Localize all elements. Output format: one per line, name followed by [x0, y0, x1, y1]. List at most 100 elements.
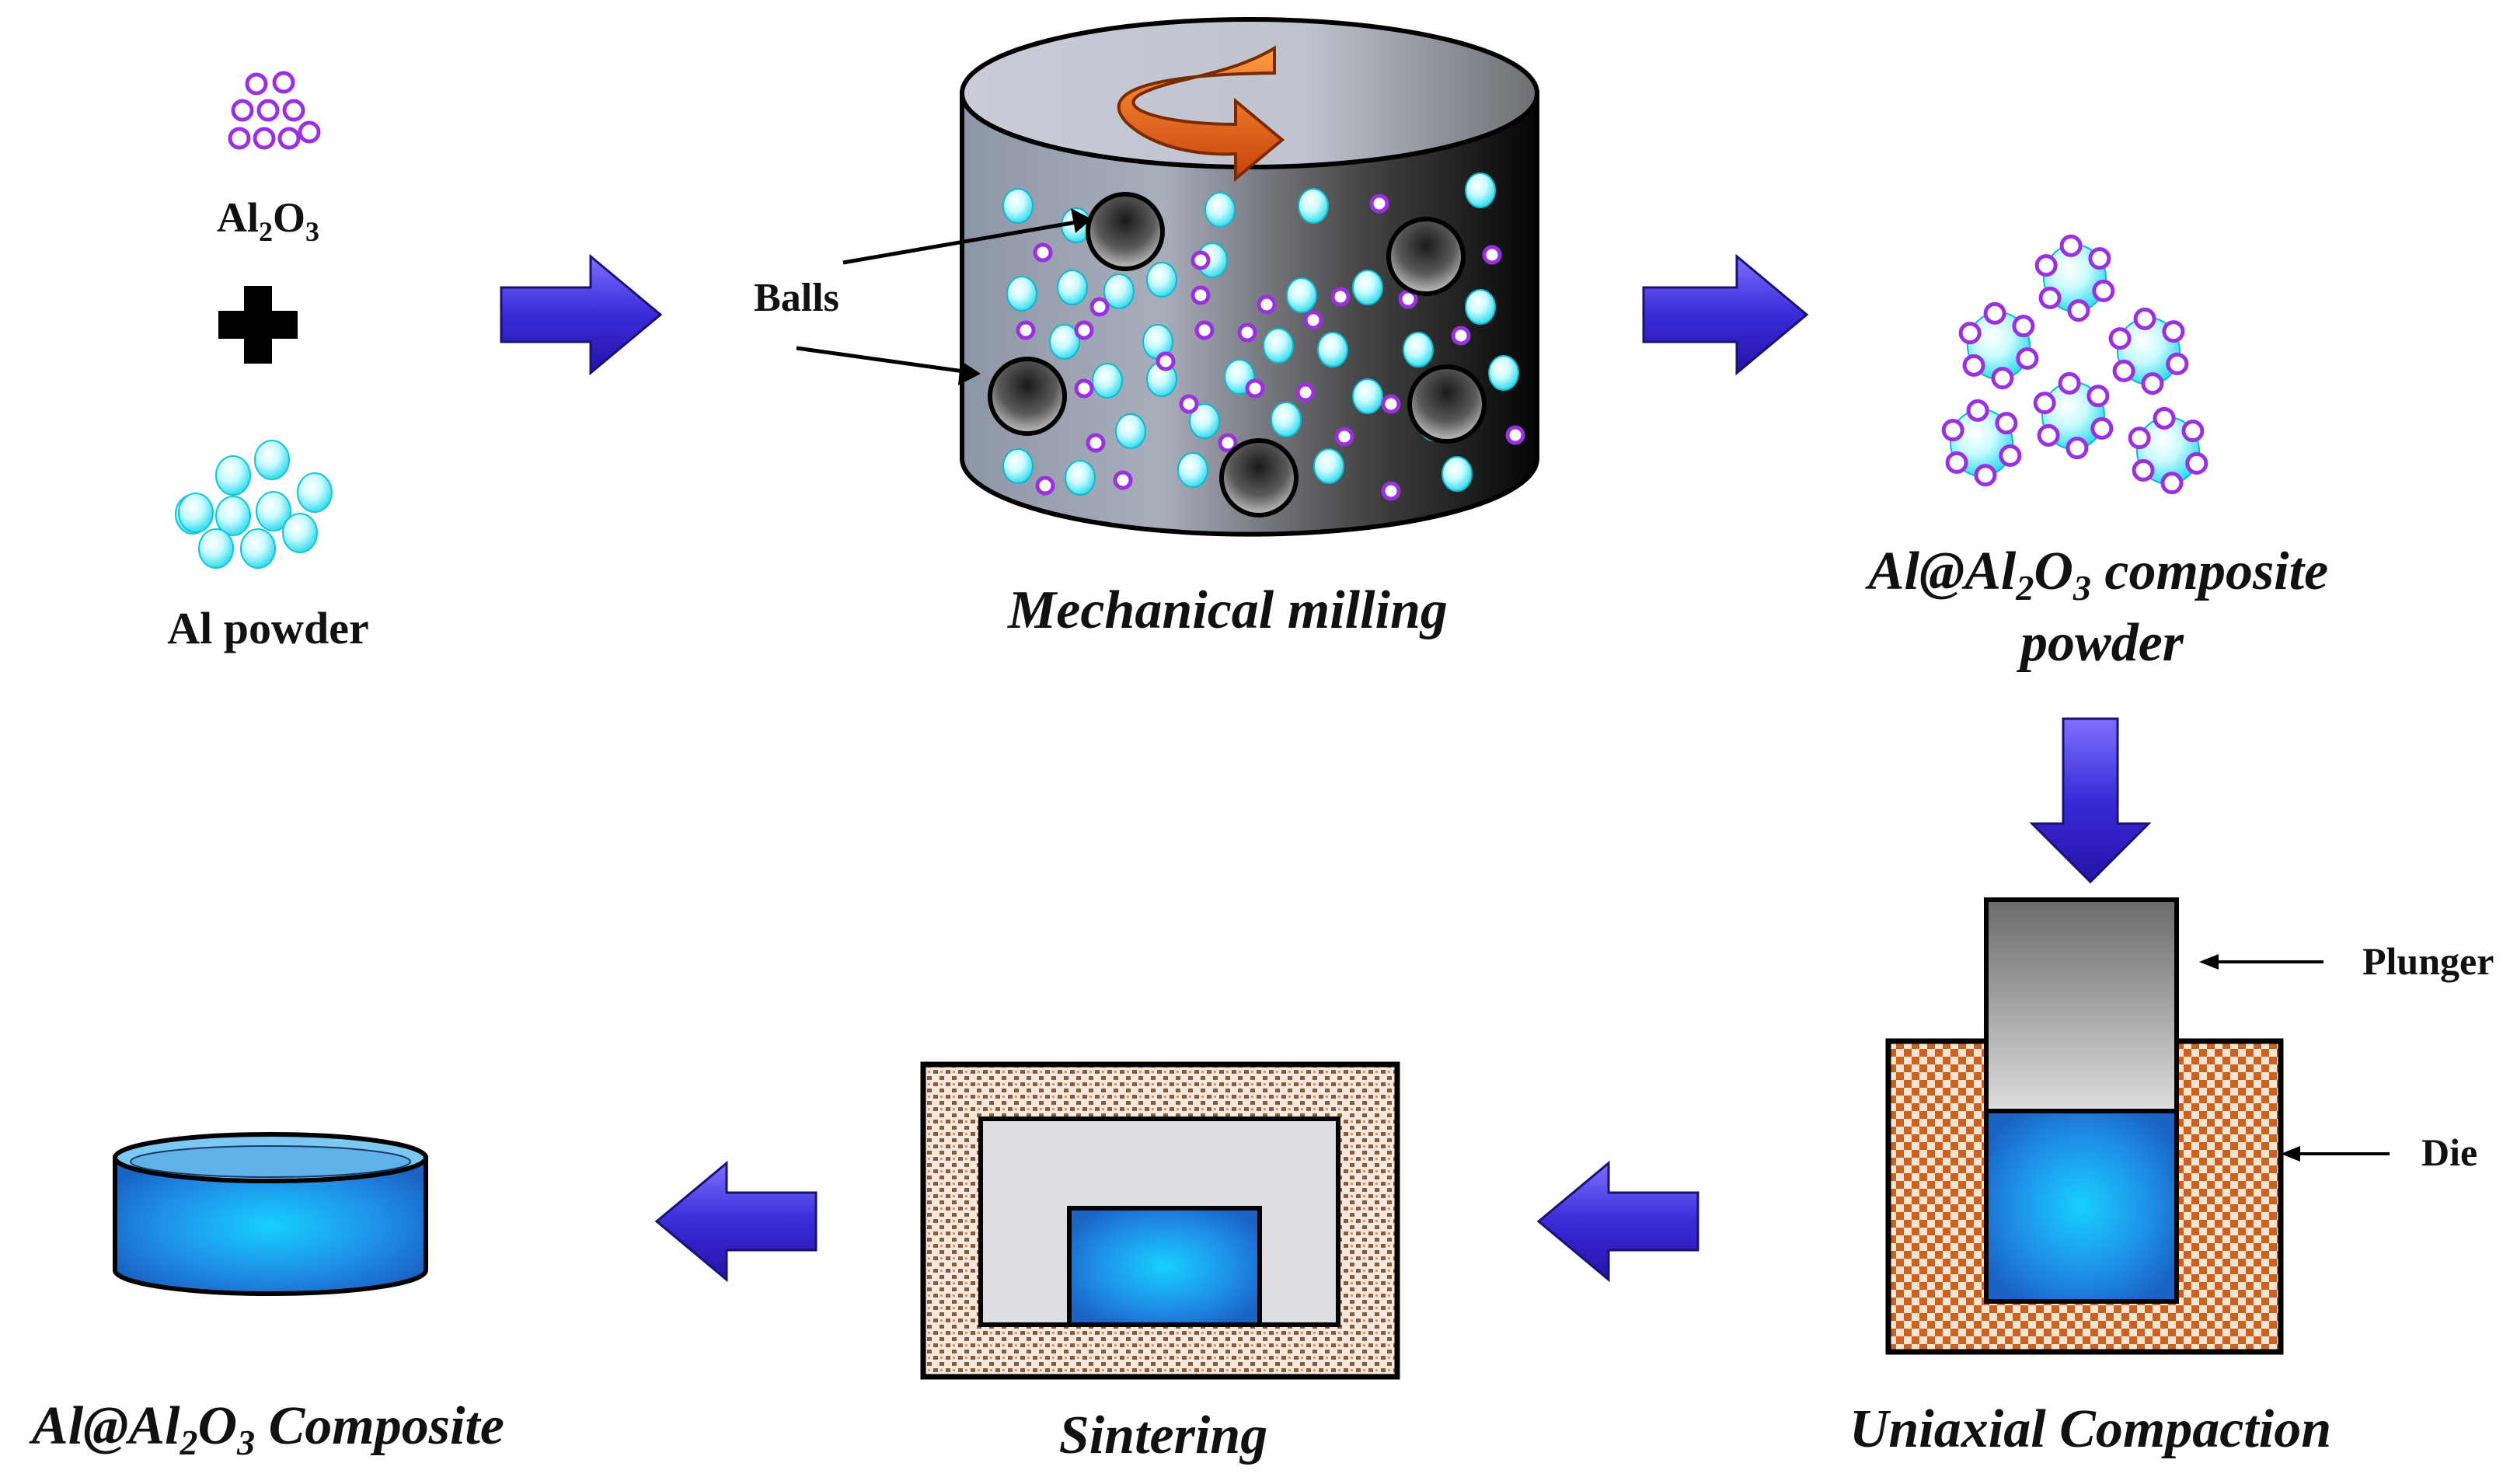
- composite-powder-particles-icon: [1941, 234, 2208, 495]
- sintering-caption: Sintering: [1059, 1406, 1267, 1465]
- oxide-particle: [1194, 320, 1215, 340]
- oxide-particle: [253, 127, 276, 150]
- oxide-particle: [277, 127, 301, 150]
- al-particle: [1286, 277, 1317, 313]
- balls-pointer-arrows: [796, 208, 1092, 385]
- oxide-particle: [256, 99, 280, 122]
- al-particle: [1177, 452, 1208, 488]
- milling-contents: [988, 172, 1525, 517]
- oxide-coating-particle: [2034, 254, 2058, 277]
- oxide-particle: [1089, 297, 1110, 317]
- oxide-coating-particle: [2133, 307, 2156, 330]
- oxide-coating-particle: [2037, 423, 2060, 447]
- oxide-particle: [1334, 427, 1354, 447]
- oxide-coating-particle: [2160, 472, 2184, 495]
- al-particle: [1092, 363, 1123, 399]
- oxide-coating-particle: [2128, 427, 2151, 450]
- al-particle: [1002, 448, 1034, 484]
- oxide-particle: [1113, 470, 1133, 490]
- oxide-coating-particle: [2132, 458, 2155, 482]
- oxide-particle: [1303, 310, 1323, 330]
- oxide-coating-particle: [1999, 444, 2022, 467]
- oxide-coating-particle: [1941, 419, 1964, 442]
- al-particle: [1442, 456, 1473, 492]
- al-particle: [1263, 328, 1294, 364]
- arrow-right-icon: [500, 253, 663, 376]
- oxide-coating-particle: [2092, 279, 2115, 302]
- al-particle: [254, 440, 290, 480]
- plunger: [1984, 897, 2179, 1113]
- oxide-particle: [1369, 193, 1389, 214]
- oxide-coating-particle: [2066, 437, 2089, 460]
- plus-icon: [218, 286, 298, 364]
- oxide-coating-particle: [2067, 299, 2090, 322]
- al-particle: [1298, 188, 1329, 224]
- al2o3-particles-icon: [228, 71, 321, 150]
- oxide-coating-particle: [2016, 347, 2039, 370]
- oxide-coating-particle: [2090, 416, 2114, 440]
- oxide-particle: [1482, 245, 1502, 265]
- oxide-particle: [231, 99, 254, 122]
- oxide-coating-particle: [1958, 322, 1982, 345]
- oxide-coating-particle: [1962, 354, 1985, 377]
- oxide-coating-particle: [1995, 412, 2018, 435]
- oxide-particle: [1218, 433, 1238, 453]
- arrow-right-icon: [1642, 253, 1809, 376]
- al-particle: [215, 455, 251, 496]
- al-particle: [1049, 324, 1080, 360]
- oxide-coating-particle: [2166, 352, 2189, 375]
- mechanical-milling-caption: Mechanical milling: [1007, 580, 1448, 640]
- oxide-particle: [1381, 481, 1401, 501]
- al-particle: [1103, 273, 1135, 309]
- oxide-particle: [1245, 378, 1265, 399]
- oxide-particle: [1505, 425, 1525, 445]
- oxide-particle: [1295, 382, 1316, 402]
- oxide-coating-particle: [2033, 392, 2056, 415]
- al-particle: [1204, 192, 1236, 228]
- composite-powder-caption-line1: Al@Al2O3 composite: [1865, 542, 2328, 608]
- oxide-particle: [1330, 287, 1351, 307]
- al-particle: [1057, 270, 1088, 305]
- composite-disc-icon: [113, 1132, 428, 1296]
- al-particle: [282, 513, 318, 553]
- al-particle: [215, 496, 251, 536]
- final-composite-caption: Al@Al2O3 Composite: [29, 1396, 504, 1462]
- arrow-left-icon: [1536, 1160, 1699, 1283]
- die-label: Die: [2421, 1130, 2477, 1174]
- oxide-coating-particle: [2141, 372, 2164, 395]
- balls-label: Balls: [754, 276, 839, 320]
- al2o3-label: Al2O3: [217, 194, 319, 247]
- al-particle: [1002, 188, 1034, 224]
- oxide-particle: [1074, 320, 1094, 340]
- oxide-particle: [298, 120, 321, 144]
- al-particle: [178, 493, 214, 533]
- arrow-left-icon: [654, 1160, 817, 1283]
- al-particle: [1006, 276, 1037, 312]
- uniaxial-compaction-caption: Uniaxial Compaction: [1849, 1399, 2331, 1459]
- sample-in-furnace: [1067, 1206, 1262, 1327]
- al-particle: [1065, 460, 1096, 496]
- oxide-coating-particle: [2108, 327, 2132, 350]
- oxide-coating-particle: [1945, 451, 1968, 474]
- al-powder-label: Al powder: [167, 603, 368, 653]
- oxide-coating-particle: [2185, 451, 2208, 475]
- al-particle: [1271, 402, 1302, 437]
- oxide-coating-particle: [1983, 301, 2006, 325]
- oxide-coating-particle: [2059, 234, 2083, 257]
- oxide-coating-particle: [2012, 315, 2035, 338]
- oxide-coating-particle: [1966, 399, 1989, 422]
- oxide-particle: [282, 99, 305, 122]
- oxide-coating-particle: [2086, 385, 2110, 408]
- arrow-down-icon: [2029, 717, 2152, 884]
- al-particle: [1488, 355, 1519, 391]
- al-particle: [297, 472, 333, 513]
- oxide-particle: [1033, 242, 1053, 263]
- milling-jar: [960, 17, 1539, 537]
- oxide-coating-particle: [1991, 367, 2014, 390]
- oxide-particle: [1086, 433, 1106, 453]
- oxide-particle: [1257, 294, 1277, 315]
- al-particle: [240, 528, 276, 569]
- oxide-particle: [228, 127, 251, 150]
- milling-ball: [1386, 217, 1466, 296]
- oxide-coating-particle: [2153, 406, 2176, 430]
